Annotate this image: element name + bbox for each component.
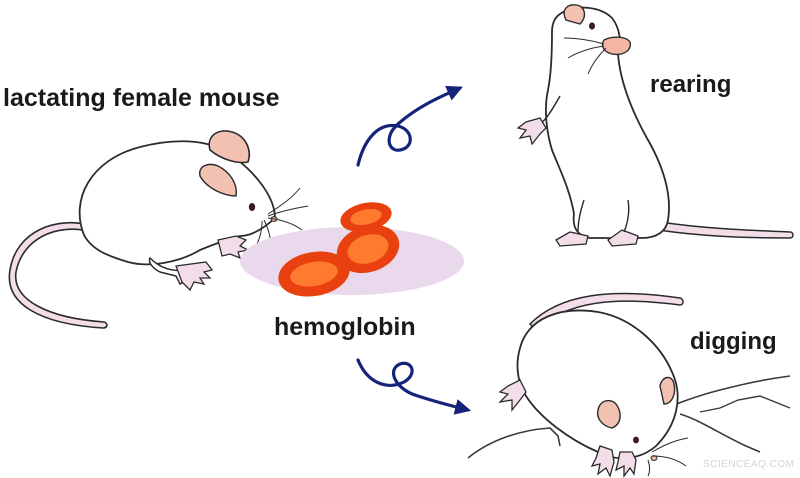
- red-blood-cell-center: [290, 261, 338, 287]
- digging-mouse-ear: [659, 376, 676, 405]
- rearing-mouse-front-paw: [516, 117, 547, 146]
- digging-ground-mound: [699, 395, 791, 413]
- digging-mouse-front-paw: [590, 445, 615, 478]
- label-rearing: rearing: [650, 71, 732, 98]
- digging-mouse-front-paw: [615, 451, 637, 478]
- digging-mouse-back-paw: [498, 379, 527, 412]
- digging-mouse-body: [516, 309, 679, 460]
- lactating-mouse-tail: [8, 222, 108, 329]
- lactating-mouse-front-paw: [217, 235, 250, 260]
- digging-mouse-illustration: [467, 292, 791, 478]
- digging-mouse-tail: [528, 292, 684, 332]
- rearing-mouse-eye: [589, 22, 595, 30]
- rearing-mouse-ear: [563, 4, 586, 25]
- label-digging: digging: [690, 328, 777, 355]
- rearing-mouse-foot: [555, 231, 589, 247]
- arrow-to-digging: [356, 358, 472, 415]
- lactating-mouse-ear-front: [199, 163, 237, 197]
- hemoglobin-illustration: [240, 202, 464, 297]
- lactating-mouse-hind-foot: [175, 261, 214, 292]
- label-hemoglobin: hemoglobin: [274, 313, 416, 341]
- rearing-mouse-whiskers: [563, 37, 607, 75]
- digging-mouse-whiskers: [647, 437, 689, 477]
- digging-mouse-eye: [633, 436, 639, 444]
- arrow-to-rearing: [356, 85, 463, 167]
- lactating-mouse-illustration: [8, 130, 309, 329]
- lactating-mouse-eye: [248, 203, 256, 211]
- digging-mouse-ear-front: [596, 399, 621, 429]
- red-blood-cell-center: [347, 234, 389, 264]
- red-blood-cell-center: [350, 208, 382, 226]
- rearing-mouse-leg: [577, 199, 630, 233]
- lactating-mouse-ear: [208, 130, 250, 164]
- rearing-mouse-foot: [607, 229, 639, 247]
- rearing-mouse-nose: [601, 36, 631, 56]
- rearing-mouse-illustration: [516, 4, 794, 247]
- label-lactating-female-mouse: lactating female mouse: [3, 84, 280, 112]
- watermark-text: SCIENCEAQ.COM: [703, 459, 795, 470]
- rearing-mouse-tail: [657, 221, 794, 239]
